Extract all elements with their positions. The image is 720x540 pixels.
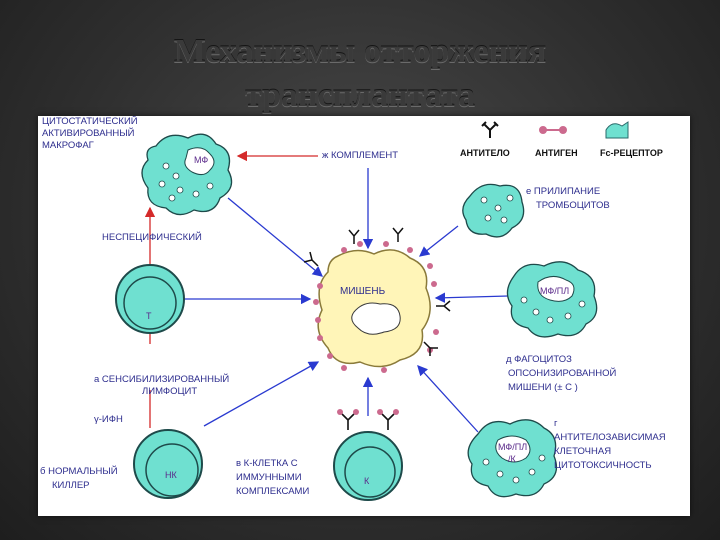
nk-cell: НК [133,429,203,499]
arrow-macrophage-to-target [227,197,324,277]
slide-title: Механизмы отторжения трансплантата [0,30,720,118]
legend-fc-receptor: Fc-РЕЦЕПТОР [600,148,663,158]
nk-label: НК [165,470,177,480]
arrow-platelet-to-target [418,225,459,257]
label-kcell-2: ИММУННЫМИ [236,472,302,483]
labels: ЦИТОСТАТИЧЕСКИЙ АКТИВИРОВАННЫЙ МАКРОФАГ … [40,116,666,497]
label-platelet-1: е ПРИЛИПАНИЕ [526,186,600,197]
platelet-cell [462,183,525,238]
label-adcc-4: ЦИТОТОКСИЧНОСТЬ [554,460,652,471]
target-cell: МИШЕНЬ [303,227,451,373]
diagram-panel: АНТИТЕЛО АНТИГЕН Fc-РЕЦЕПТОР [38,116,690,516]
macrophage-right-label: МФ/ПЛ [540,286,569,296]
k-cell-label: К [364,476,370,486]
macrophage-top-cell: МФ [141,133,233,216]
label-phago-3: МИШЕНИ (± С ) [508,382,578,393]
label-sensitized-2: ЛИМФОЦИТ [142,386,197,397]
label-platelet-2: ТРОМБОЦИТОВ [536,200,610,211]
macrophage-bottom-right-label-2: /К [508,454,517,464]
title-line-1: Механизмы отторжения [173,33,547,70]
label-adcc-1: г [554,418,558,429]
label-adcc-2: АНТИТЕЛОЗАВИСИМАЯ [554,432,666,443]
label-ifn: γ-ИФН [94,414,123,425]
label-phago-1: д ФАГОЦИТОЗ [506,354,572,365]
label-complement: ж КОМПЛЕМЕНТ [322,150,398,161]
label-cytostatic-3: МАКРОФАГ [42,140,94,151]
k-cell: К [333,409,403,501]
fc-receptor-icon [605,121,629,139]
legend-antibody: АНТИТЕЛО [460,148,510,158]
arrow-nk-to-target [203,361,320,427]
label-normal-killer-2: КИЛЛЕР [52,480,90,491]
macrophage-bottom-right-label-1: МФ/ПЛ [498,442,527,452]
antigen-icon [539,126,567,134]
label-normal-killer-1: б НОРМАЛЬНЫЙ [40,465,118,477]
antibody-icon [481,121,499,138]
legend: АНТИТЕЛО АНТИГЕН Fc-РЕЦЕПТОР [460,121,663,158]
title-line-2: трансплантата [244,77,476,114]
macrophage-top-label: МФ [194,155,208,165]
label-cytostatic-2: АКТИВИРОВАННЫЙ [42,127,135,139]
label-cytostatic-1: ЦИТОСТАТИЧЕСКИЙ [42,116,138,127]
t-lymphocyte-label: Т [146,311,152,321]
macrophage-bottom-right-cell: МФ/ПЛ /К [467,419,558,498]
label-kcell-1: в К-КЛЕТКА С [236,458,298,469]
label-kcell-3: КОМПЛЕКСАМИ [236,486,309,497]
target-label: МИШЕНЬ [340,286,386,297]
t-lymphocyte-cell: Т [115,264,185,334]
arrow-adcc-to-target [417,365,479,433]
arrow-phago-to-target [434,292,509,303]
macrophage-right-cell: МФ/ПЛ [506,261,598,338]
label-sensitized-1: а СЕНСИБИЛИЗИРОВАННЫЙ [94,373,229,385]
legend-antigen: АНТИГЕН [535,148,578,158]
label-phago-2: ОПСОНИЗИРОВАННОЙ [508,367,616,379]
rejection-diagram: АНТИТЕЛО АНТИГЕН Fc-РЕЦЕПТОР [40,116,666,501]
label-adcc-3: КЛЕТОЧНАЯ [554,446,611,457]
label-nonspecific: НЕСПЕЦИФИЧЕСКИЙ [102,231,202,243]
